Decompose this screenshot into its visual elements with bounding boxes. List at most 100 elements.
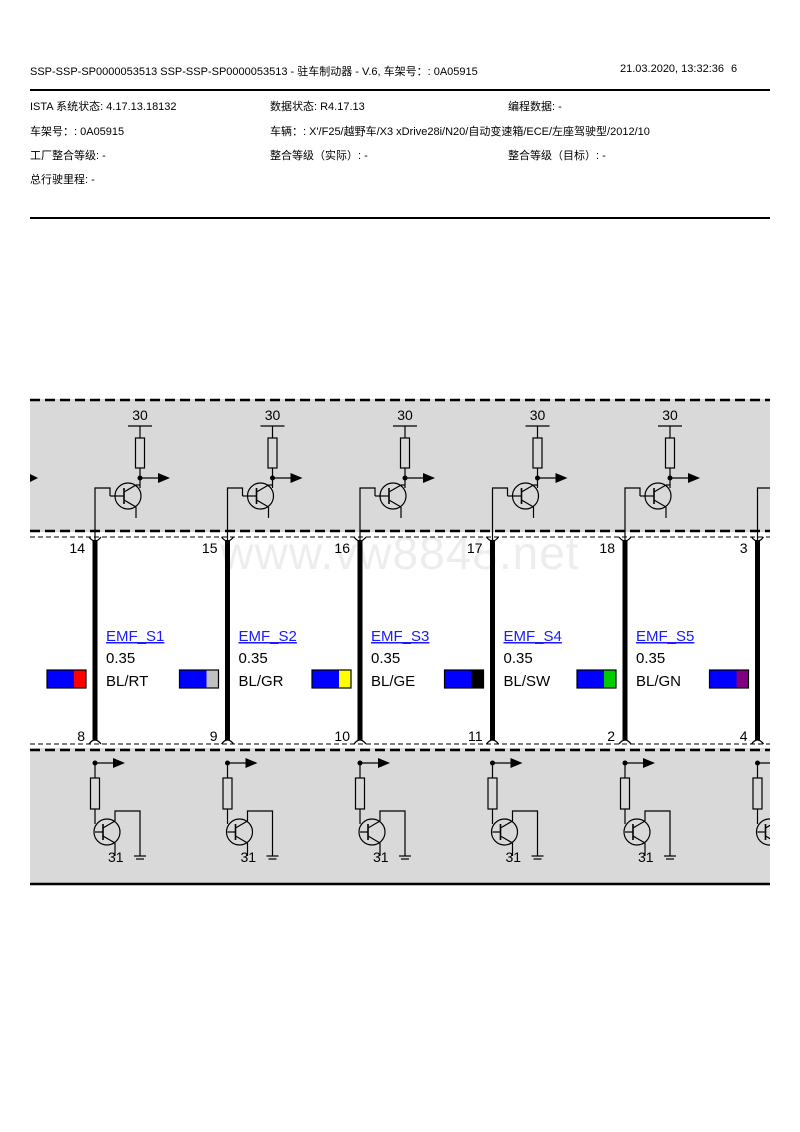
wire-cross-section: 0.35	[371, 650, 400, 667]
wire-swatch-border	[178, 669, 220, 689]
arrow-icon	[776, 758, 788, 768]
wire-color-code: BL/RT	[106, 673, 148, 690]
actual-integration-level: 整合等级（实际）: -	[270, 150, 368, 162]
transistor-collector	[102, 820, 116, 829]
bottom-pin-number: 11	[468, 728, 483, 744]
wire-cross-section: 0.35	[239, 650, 268, 667]
top-pin-number: 14	[69, 540, 85, 556]
arrow-icon	[245, 758, 258, 768]
wire-stripe-swatch	[471, 670, 484, 688]
connector-pin-icon	[618, 536, 632, 542]
connector-pin-icon	[221, 739, 234, 745]
wire	[756, 487, 770, 540]
factory-integration-level: 工厂整合等级: -	[30, 150, 106, 162]
wire-cross-section: 0.35	[504, 650, 533, 667]
wire-color-swatch	[47, 670, 74, 688]
transistor-icon	[755, 818, 770, 846]
wire-color-swatch	[179, 670, 207, 688]
document-title: SSP-SSP-SP0000053513 SSP-SSP-SP000005351…	[30, 66, 478, 78]
lower-module-band	[30, 748, 770, 884]
page-number: 6	[731, 63, 738, 75]
arrow-icon	[510, 758, 523, 768]
connector-pin-icon	[618, 739, 632, 745]
arrow-icon	[555, 473, 568, 483]
wire-color-swatch	[312, 670, 339, 688]
signal-name-link: EMF_S2	[239, 628, 297, 645]
ground-terminal-label: 31	[108, 849, 124, 865]
total-mileage: 总行驶里程: -	[30, 174, 95, 186]
transistor-collector	[256, 484, 269, 493]
wire-color-code: BL/GN	[636, 673, 681, 690]
programming-data: 编程数据: -	[508, 101, 562, 113]
watermark: www.vw8848.net	[220, 527, 580, 579]
top-pin-number: 17	[467, 540, 483, 556]
supply-terminal-label: 30	[132, 407, 148, 423]
print-datetime: 21.03.2020, 13:32:36	[620, 63, 724, 75]
connector-pin-icon	[486, 739, 499, 745]
wire	[624, 487, 641, 540]
connector-pin-icon	[88, 536, 102, 542]
connector-pin-icon	[353, 536, 367, 542]
wire-cross-section: 0.35	[106, 650, 135, 667]
arrow-icon	[30, 474, 38, 482]
supply-terminal-label: 30	[397, 407, 413, 423]
transistor-emitter	[632, 835, 646, 844]
supply-terminal-label: 30	[530, 407, 546, 423]
signal-name-link: EMF_S3	[371, 628, 429, 645]
wire-stripe-swatch	[339, 670, 351, 688]
transistor-emitter	[256, 499, 269, 508]
wire-cross-section: 0.35	[636, 650, 665, 667]
wire-color-swatch	[444, 670, 472, 688]
target-integration-level: 整合等级（目标）: -	[508, 150, 606, 162]
top-pin-number: 18	[599, 540, 615, 556]
transistor-emitter	[123, 499, 137, 508]
connector-pin-icon	[751, 739, 764, 745]
top-pin-number: 16	[334, 540, 350, 556]
ground-terminal-label: 31	[506, 849, 522, 865]
transistor-icon	[358, 818, 386, 846]
bottom-pin-number: 9	[210, 728, 218, 744]
transistor-emitter	[787, 500, 799, 507]
supply-terminal-label: 30	[265, 407, 281, 423]
wire-swatch-border	[311, 669, 352, 689]
wire-swatch-border	[576, 669, 617, 689]
wire-stripe-swatch	[736, 670, 749, 688]
transistor-collector	[521, 484, 534, 493]
ground-terminal-label: 31	[241, 849, 257, 865]
transistor-icon	[490, 818, 519, 846]
arrow-icon	[423, 473, 435, 483]
transistor-emitter	[235, 835, 248, 844]
wire-swatch-border	[443, 669, 485, 689]
arrow-icon	[158, 473, 170, 483]
arrow-icon	[290, 473, 303, 483]
wire-stripe-swatch	[74, 670, 86, 688]
wire-stripe-swatch	[604, 670, 616, 688]
wire	[778, 811, 800, 856]
ground-terminal-label: 31	[771, 849, 787, 865]
wire-color-code: BL/SW	[504, 673, 552, 690]
transistor-emitter	[653, 499, 667, 508]
transistor-collector	[787, 485, 799, 492]
wire	[94, 487, 111, 540]
wire-swatch-border	[708, 669, 750, 689]
data-status: 数据状态: R4.17.13	[270, 101, 365, 113]
wire	[511, 810, 539, 856]
vin: 车架号：: 0A05915	[30, 126, 125, 138]
supply-terminal-label: 30	[662, 407, 678, 423]
transistor-emitter	[521, 499, 534, 508]
transistor-collector	[235, 820, 248, 829]
supply-terminal-label: 30	[795, 407, 800, 423]
wire-color-code: BL/GR	[239, 673, 284, 690]
wire-color-code: BL/GE	[371, 673, 415, 690]
top-pin-number: 15	[202, 540, 218, 556]
transistor-collector	[653, 484, 667, 493]
wire	[644, 810, 671, 856]
bottom-pin-number: 4	[740, 728, 748, 744]
arrow-icon	[688, 473, 700, 483]
transistor-icon	[225, 818, 254, 846]
ista-status: ISTA 系统状态: 4.17.13.18132	[30, 101, 177, 113]
wire	[246, 810, 274, 856]
transistor-emitter	[367, 835, 381, 844]
transistor-collector	[500, 820, 513, 829]
bottom-pin-number: 8	[77, 728, 85, 744]
